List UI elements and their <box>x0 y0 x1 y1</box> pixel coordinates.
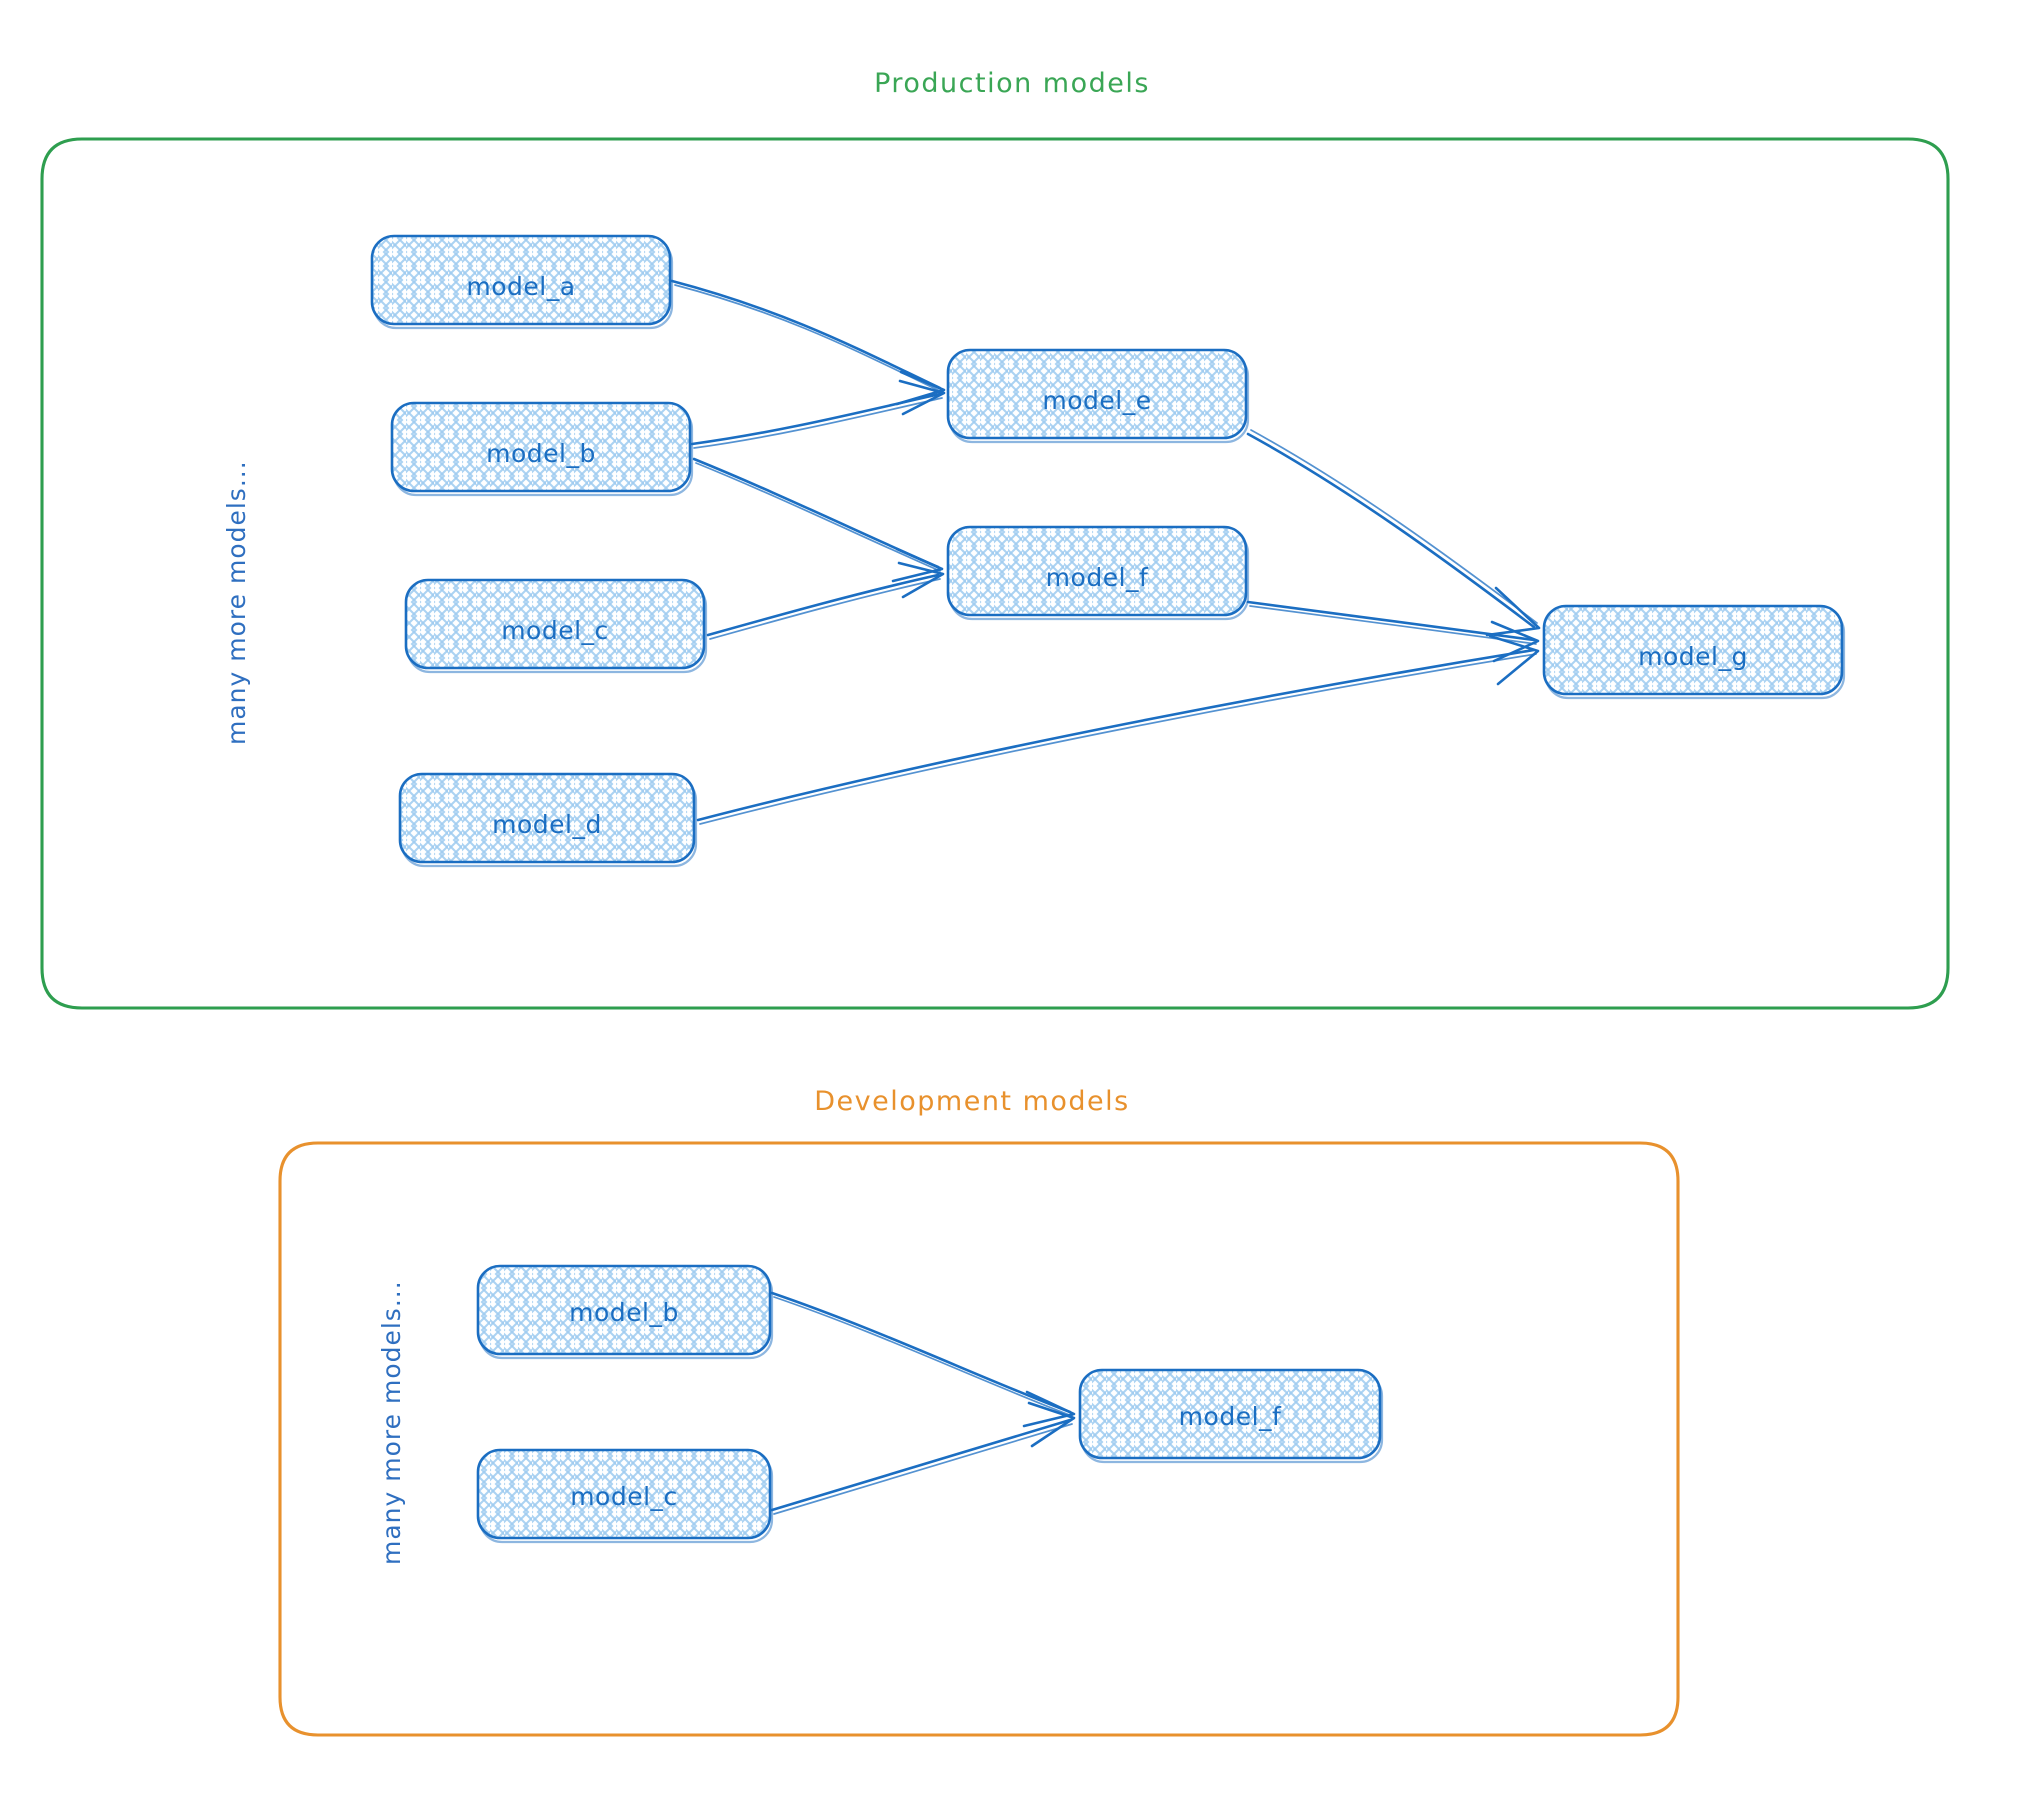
node-label-model-g: model_g <box>1638 642 1748 671</box>
node-label-dev-model-c: model_c <box>570 1482 678 1511</box>
development-panel-frame <box>278 1141 1680 1737</box>
node-model-d[interactable]: model_d <box>398 772 698 868</box>
edge-model-f-to-model-g <box>1246 600 1540 663</box>
node-model-c[interactable]: model_c <box>404 578 708 674</box>
node-model-e[interactable]: model_e <box>946 348 1250 444</box>
node-label-model-e: model_e <box>1042 386 1151 415</box>
panel-development: Development models many more models... m… <box>278 1086 1680 1737</box>
edge-model-b-to-model-f <box>692 457 944 583</box>
node-model-b[interactable]: model_b <box>390 401 694 497</box>
production-panel-title: Production models <box>874 68 1150 99</box>
node-dev-model-b[interactable]: model_b <box>476 1264 774 1360</box>
node-model-f[interactable]: model_f <box>946 525 1250 621</box>
node-label-model-b: model_b <box>486 439 596 468</box>
edge-model-a-to-model-e <box>670 279 946 406</box>
development-panel-title: Development models <box>814 1086 1129 1117</box>
edge-dev-model-c-to-model-f <box>770 1401 1076 1515</box>
production-panel-frame <box>40 137 1950 1010</box>
node-label-model-f: model_f <box>1046 563 1149 592</box>
node-label-model-a: model_a <box>466 272 575 301</box>
node-model-a[interactable]: model_a <box>370 234 674 330</box>
edge-model-d-to-model-g <box>696 634 1540 825</box>
edge-model-e-to-model-g <box>1246 429 1541 637</box>
production-many-more-models-label: many more models... <box>222 460 251 745</box>
production-edges <box>670 279 1541 825</box>
edge-model-c-to-model-f <box>706 561 945 640</box>
development-edges <box>770 1291 1076 1515</box>
panel-production: Production models many more models... <box>40 68 1950 1010</box>
node-label-dev-model-b: model_b <box>569 1298 679 1327</box>
node-dev-model-f[interactable]: model_f <box>1078 1368 1384 1464</box>
node-label-dev-model-f: model_f <box>1179 1402 1282 1431</box>
node-label-model-c: model_c <box>501 616 609 645</box>
node-label-model-d: model_d <box>492 810 602 839</box>
edge-model-b-to-model-e <box>690 379 946 449</box>
node-model-g[interactable]: model_g <box>1542 604 1846 700</box>
edge-dev-model-b-to-model-f <box>770 1291 1076 1428</box>
node-dev-model-c[interactable]: model_c <box>476 1448 774 1544</box>
development-many-more-models-label: many more models... <box>377 1280 406 1565</box>
